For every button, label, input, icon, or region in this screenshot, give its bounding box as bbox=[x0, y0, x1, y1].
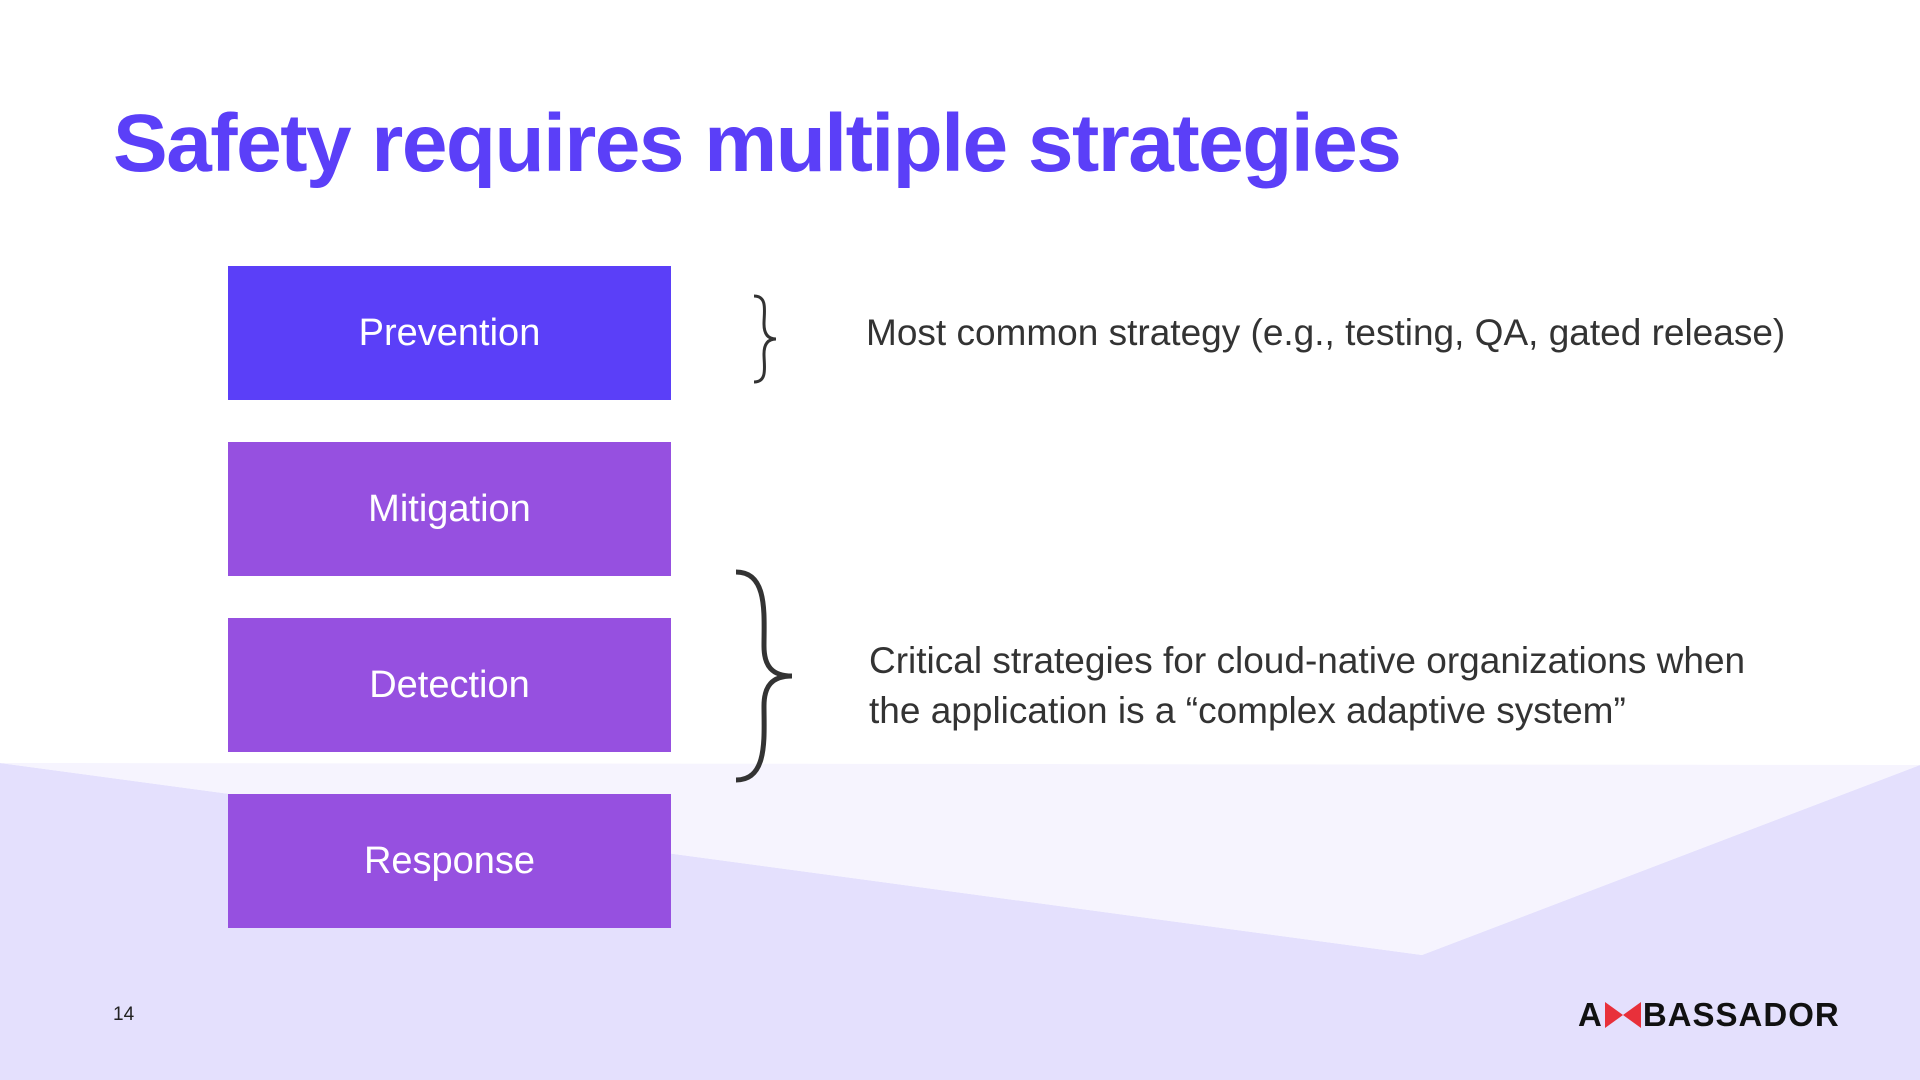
page-number: 14 bbox=[113, 1004, 135, 1025]
strategy-label: Prevention bbox=[358, 311, 541, 354]
logo-suffix: BASSADOR bbox=[1642, 996, 1840, 1033]
note-critical-strategies: Critical strategies for cloud-native org… bbox=[869, 640, 1746, 731]
strategy-box-prevention: Prevention bbox=[228, 266, 671, 400]
strategy-box-response: Response bbox=[228, 794, 671, 928]
large-brace-icon bbox=[735, 569, 793, 783]
strategy-label: Detection bbox=[369, 663, 530, 706]
strategy-box-mitigation: Mitigation bbox=[228, 442, 671, 576]
ambassador-logo: A BASSADOR bbox=[1578, 996, 1840, 1034]
slide-title: Safety requires multiple strategies bbox=[113, 98, 1402, 189]
note-most-common: Most common strategy (e.g., testing, QA,… bbox=[866, 312, 1786, 353]
bowtie-icon bbox=[1604, 1002, 1641, 1028]
logo-prefix: A bbox=[1578, 996, 1603, 1033]
strategy-label: Mitigation bbox=[368, 487, 531, 530]
strategy-box-detection: Detection bbox=[228, 618, 671, 752]
strategy-label: Response bbox=[363, 839, 536, 882]
small-brace-icon bbox=[753, 294, 777, 384]
